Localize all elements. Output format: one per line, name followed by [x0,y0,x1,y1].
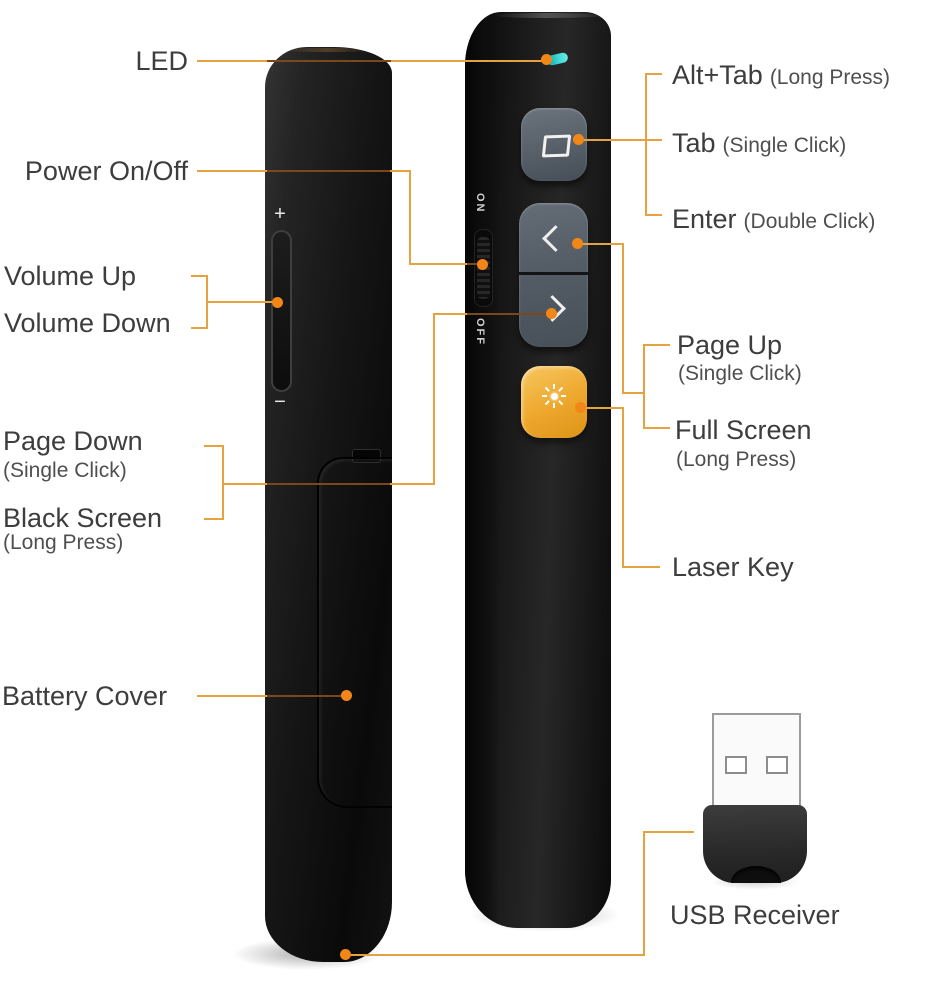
off-label: OFF [474,318,486,346]
connector-line-volume [191,275,208,277]
connector-dot-volume [272,297,283,308]
connector-line-volume [191,327,208,329]
usb-contact-hole [766,756,788,774]
top-highlight [277,48,378,52]
page-up-label: Page Up [677,330,783,360]
tab-sublabel: (Single Click) [722,134,847,157]
connector-dot-page-up [572,238,583,249]
presenter-front-view: ON OFF [465,12,611,928]
enter-sublabel: (Double Click) [743,210,876,233]
power-label: Power On/Off [24,156,188,186]
button-divider [519,272,588,275]
alt-tab-label: Alt+Tab (Long Press) [672,60,890,93]
connector-line-tab-bracket [645,73,647,216]
connector-line-power [409,170,411,264]
connector-line-battery [197,695,267,697]
page-down-sublabel: (Single Click) [3,459,127,482]
full-screen-label: Full Screen [675,415,812,445]
on-label: ON [474,193,486,214]
volume-plus-label: + [274,203,286,225]
connector-line-led [197,60,267,62]
page-up-sublabel: (Single Click) [678,362,802,385]
usb-contact-hole [725,756,747,774]
connector-line-usb [346,954,645,956]
usb-receiver [703,805,807,883]
connector-dot-page-down [546,308,557,319]
usb-plug [712,713,801,809]
connector-line-page-up [622,243,624,394]
connector-line-page-up-bracket [643,344,670,346]
laser-dot [551,393,558,400]
connector-dot-usb [340,949,351,960]
connector-line-page-down [390,483,435,485]
connector-line-power [409,263,467,265]
connector-dot-laser [575,402,586,413]
connector-dot-power [477,259,488,270]
chevron-left-icon [542,225,569,252]
connector-line-tab [584,139,662,141]
connector-line-page-down [433,313,467,315]
connector-line-page-up-bracket [643,427,670,429]
connector-dot-led [541,54,552,65]
volume-minus-label: − [274,391,286,413]
connector-line-led [391,60,547,62]
connector-line-page-up-bracket [643,344,645,429]
connector-line-page-up [582,243,624,245]
top-highlight [491,13,601,18]
connector-line-page-down [467,313,547,315]
connector-dot-battery [341,690,352,701]
connector-line-laser [585,407,624,409]
connector-line-power [467,263,479,265]
enter-text: Enter [672,204,737,234]
volume-up-label: Volume Up [4,261,137,291]
connector-line-power [197,170,267,172]
page-buttons [519,203,588,347]
black-screen-label: Black Screen [3,503,163,533]
connector-line-page-down [204,518,224,520]
side-edge [465,12,499,928]
volume-rocker [271,230,292,392]
connector-line-page-down [267,483,390,485]
presenter-side-view: + − [265,47,392,962]
tab-label: Tab (Single Click) [672,128,846,161]
window-icon [541,134,572,158]
battery-cover-seam [317,457,392,808]
laser-icon [541,383,567,409]
connector-line-power [390,170,411,172]
connector-line-led [267,60,391,62]
usb-notch [731,866,781,883]
enter-label: Enter (Double Click) [672,204,875,237]
laser-key-label: Laser Key [672,552,794,582]
alt-tab-text: Alt+Tab [672,60,763,90]
connector-line-power [267,170,390,172]
connector-line-usb [643,831,694,833]
battery-cover-label: Battery Cover [2,681,168,711]
laser-button [521,366,587,438]
connector-line-volume [206,301,274,303]
usb-receiver-label: USB Receiver [670,900,840,930]
connector-line-page-down [222,483,267,485]
connector-line-battery [267,695,343,697]
connector-line-page-down [222,445,224,520]
led-label: LED [135,46,188,76]
connector-line-usb [643,831,645,956]
connector-dot-tab [573,134,584,145]
connector-line-page-up [622,392,645,394]
connector-line-laser [622,407,624,568]
connector-line-laser [622,566,660,568]
page-down-label: Page Down [3,426,143,456]
connector-line-tab-bracket [645,73,662,75]
black-screen-sublabel: (Long Press) [3,531,124,554]
volume-down-label: Volume Down [4,308,171,338]
connector-line-page-down [433,313,435,485]
tab-text: Tab [672,128,716,158]
full-screen-sublabel: (Long Press) [676,448,797,471]
connector-line-tab-bracket [645,214,662,216]
alt-tab-sublabel: (Long Press) [769,66,891,89]
connector-line-page-down [204,445,224,447]
